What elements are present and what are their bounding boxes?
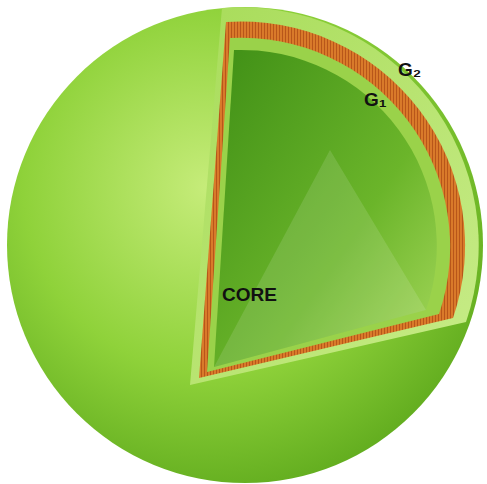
g2-layer xyxy=(199,21,465,378)
core xyxy=(214,50,437,367)
layer-label: G₁ xyxy=(364,90,387,109)
outer-shell xyxy=(190,7,479,385)
core-label: CORE xyxy=(222,285,277,304)
sphere xyxy=(7,7,483,483)
g1-layer xyxy=(207,38,450,372)
layer-label: G₂ xyxy=(398,60,421,79)
core-highlight xyxy=(214,150,426,367)
